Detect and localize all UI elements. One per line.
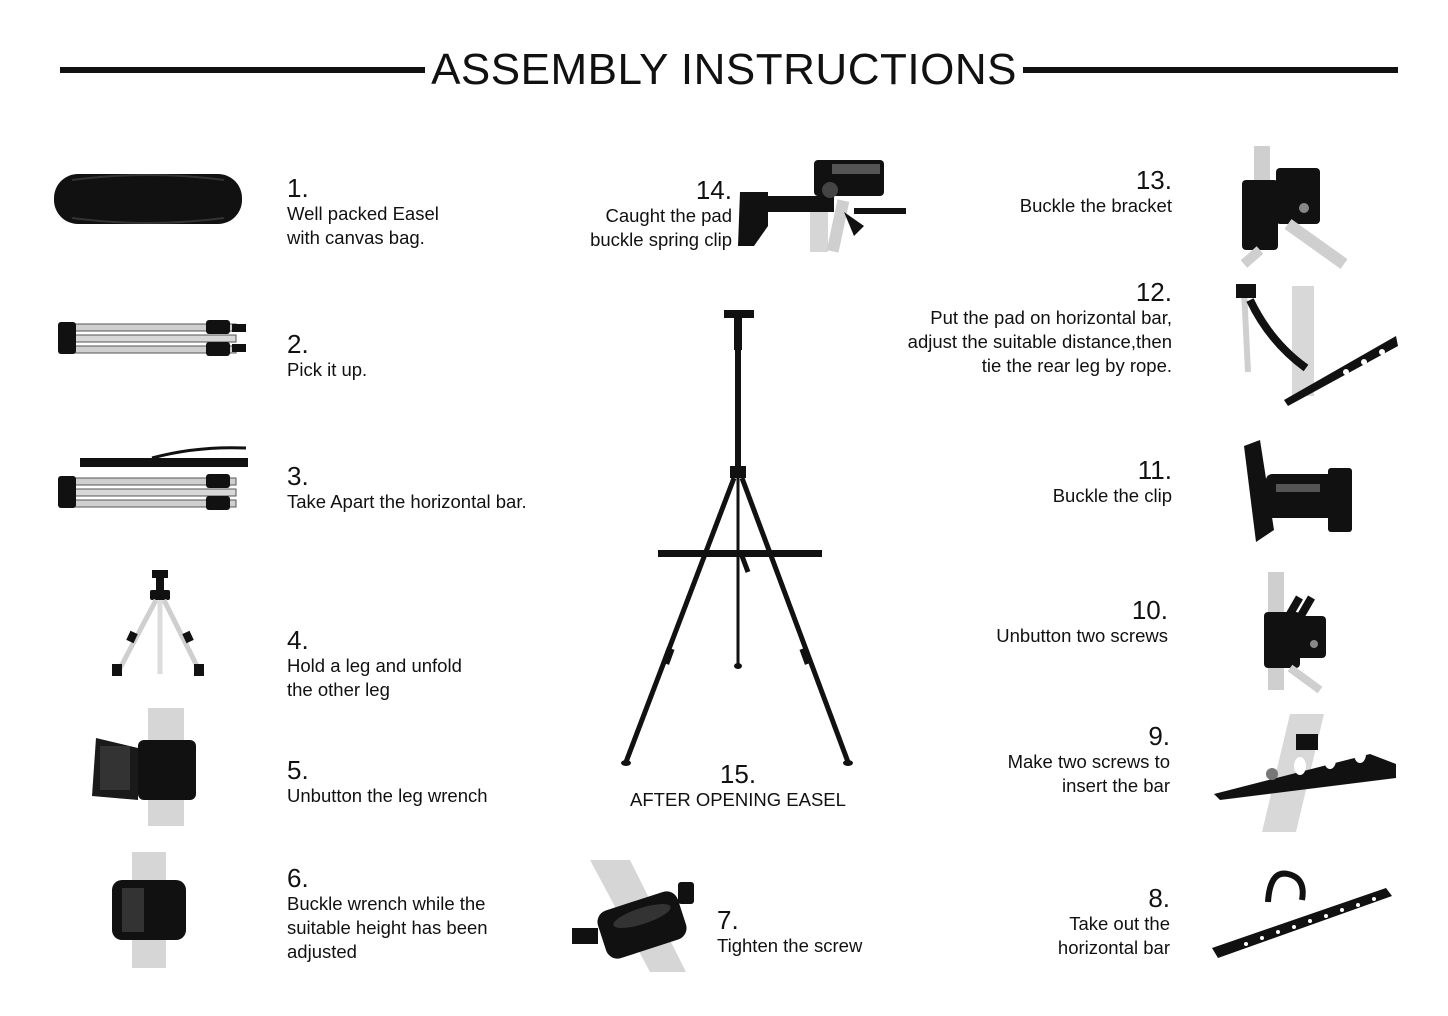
title-rule-right [1018, 67, 1398, 73]
easel-bag-image [52, 170, 244, 228]
step-9: 9. Make two screws to insert the bar [1008, 722, 1170, 798]
page-title: ASSEMBLY INSTRUCTIONS [0, 44, 1448, 96]
step-text: Caught the pad buckle spring clip [590, 205, 732, 250]
insert-bar-image [1200, 714, 1396, 832]
step-text: Put the pad on horizontal bar, adjust th… [907, 307, 1172, 376]
step-number: 12. [1135, 277, 1172, 307]
step-7: 7. Tighten the screw [717, 906, 862, 958]
step-text: Unbutton the leg wrench [287, 785, 488, 806]
step-number: 2. [287, 329, 309, 359]
step-14: 14. Caught the pad buckle spring clip [590, 176, 732, 252]
step-text: Take out the horizontal bar [1057, 913, 1170, 958]
step-text: Buckle wrench while the suitable height … [287, 893, 488, 962]
opened-easel-image [616, 306, 866, 768]
horizontal-bar-image [1206, 866, 1396, 960]
leg-wrench-closed-image [100, 852, 196, 968]
leg-wrench-open-image [78, 708, 258, 826]
step-number: 11. [1137, 455, 1172, 485]
step-4: 4. Hold a leg and unfold the other leg [287, 626, 462, 702]
step-number: 3. [287, 461, 309, 491]
step-text: Well packed Easel with canvas bag. [287, 203, 439, 248]
step-number: 5. [287, 755, 309, 785]
step-number: 14. [695, 175, 732, 205]
step-3: 3. Take Apart the horizontal bar. [287, 462, 527, 514]
step-11: 11. Buckle the clip [1053, 456, 1172, 508]
step-text: AFTER OPENING EASEL [630, 789, 846, 810]
pad-spring-clip-image [734, 156, 910, 253]
pad-on-bar-image [1226, 282, 1402, 406]
step-number: 15. [719, 759, 757, 789]
step-15: 15. AFTER OPENING EASEL [598, 760, 878, 812]
clip-buckle-image [1240, 438, 1356, 548]
step-text: Buckle the clip [1052, 485, 1172, 506]
step-1: 1. Well packed Easel with canvas bag. [287, 174, 439, 250]
step-number: 6. [287, 863, 309, 893]
step-6: 6. Buckle wrench while the suitable heig… [287, 864, 488, 964]
step-number: 4. [287, 625, 309, 655]
bracket-buckle-image [1236, 146, 1356, 269]
step-number: 1. [287, 173, 309, 203]
step-12: 12. Put the pad on horizontal bar, adjus… [908, 278, 1172, 378]
folded-legs-image [56, 318, 248, 358]
step-number: 10. [1131, 595, 1168, 625]
step-text: Take Apart the horizontal bar. [287, 491, 527, 512]
title-rule-left [60, 67, 440, 73]
step-text: Pick it up. [287, 359, 368, 380]
tighten-screw-image [566, 860, 706, 972]
step-text: Make two screws to insert the bar [1007, 751, 1170, 796]
step-number: 9. [1148, 721, 1170, 751]
step-13: 13. Buckle the bracket [1020, 166, 1172, 218]
step-number: 13. [1135, 165, 1172, 195]
step-text: Buckle the bracket [1019, 195, 1172, 216]
step-8: 8. Take out the horizontal bar [1058, 884, 1170, 960]
step-text: Hold a leg and unfold the other leg [287, 655, 462, 700]
separated-bar-image [56, 444, 252, 516]
unfolded-tripod-image [108, 568, 212, 680]
page-title-text: ASSEMBLY INSTRUCTIONS [425, 45, 1023, 94]
step-2: 2. Pick it up. [287, 330, 367, 382]
step-text: Tighten the screw [717, 935, 863, 956]
step-number: 7. [717, 905, 739, 935]
step-5: 5. Unbutton the leg wrench [287, 756, 488, 808]
step-10: 10. Unbutton two screws [996, 596, 1168, 648]
step-number: 8. [1148, 883, 1170, 913]
step-text: Unbutton two screws [996, 625, 1168, 646]
unbutton-screws-image [1250, 572, 1360, 694]
